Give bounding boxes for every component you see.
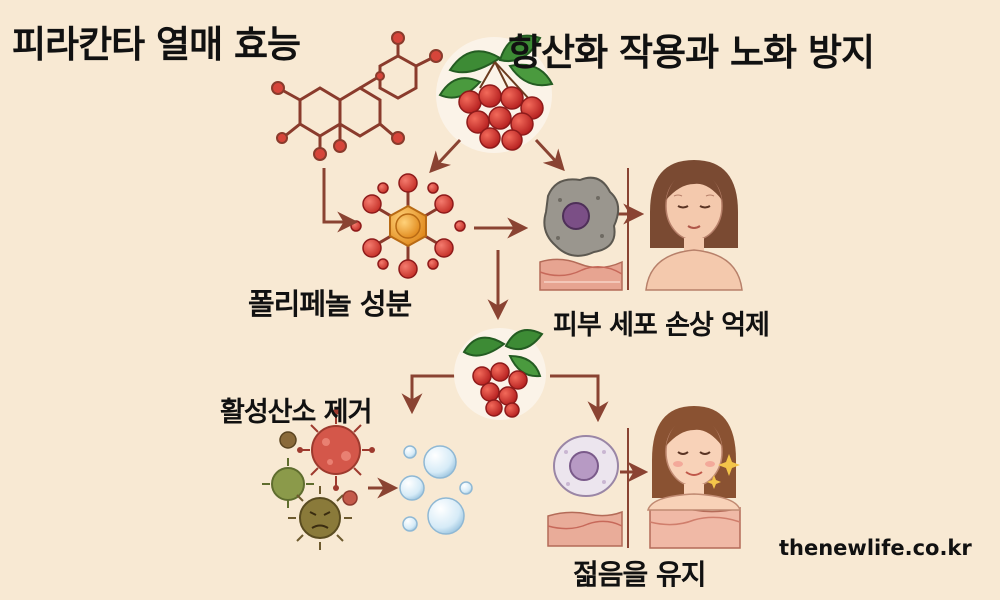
website-watermark: thenewlife.co.kr xyxy=(779,536,972,560)
sparkle-icon xyxy=(718,454,740,476)
berry-cluster-icon xyxy=(454,328,546,420)
headline: 항산화 작용과 노화 방지 xyxy=(508,31,875,74)
healthy-cell-icon xyxy=(553,435,619,497)
virus-icon xyxy=(288,486,352,550)
polyphenol-molecule-icon xyxy=(350,173,466,279)
flavonoid-molecule-icon xyxy=(271,31,443,161)
face-icon xyxy=(645,160,743,291)
arrow-berries-to-healthy-cell xyxy=(550,374,609,423)
label-skin-cell-protection: 피부 세포 손상 억제 xyxy=(553,310,770,341)
face-icon xyxy=(647,406,741,511)
arrow-berry-to-molecule xyxy=(429,138,462,174)
page-title: 피라칸타 열매 효능 xyxy=(12,23,301,66)
arrow-berries-to-bubbles xyxy=(401,374,458,415)
virus-icon xyxy=(297,409,375,491)
label-keep-youth: 젊음을 유지 xyxy=(573,558,707,591)
arrow-flavonoid-to-polyphenol xyxy=(322,168,359,233)
virus-icon xyxy=(262,458,314,508)
label-polyphenol: 폴리페놀 성분 xyxy=(248,287,412,321)
skin-layer-healthy xyxy=(547,507,741,549)
bubble-icon xyxy=(399,445,473,535)
berry-cluster-icon xyxy=(436,34,554,153)
damaged-cell-icon xyxy=(543,176,620,257)
label-ros-removal: 활성산소 제거 xyxy=(220,397,372,428)
virus-icon xyxy=(279,431,358,506)
arrow-berry-to-cell xyxy=(534,138,565,172)
sparkle-icon xyxy=(707,475,721,489)
skin-layer-damaged xyxy=(539,258,623,291)
